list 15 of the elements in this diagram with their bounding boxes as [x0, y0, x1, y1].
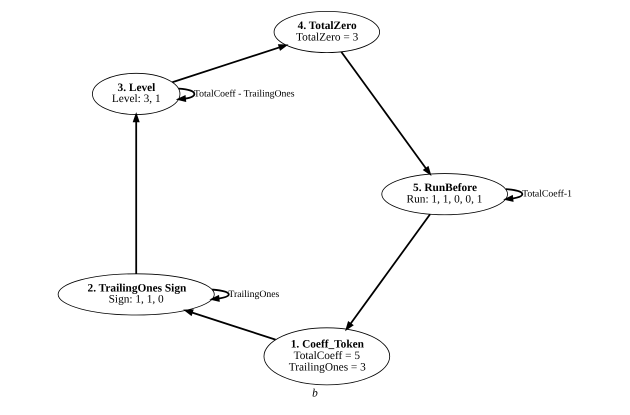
- edge-label: TotalCoeff - TrailingOnes: [194, 88, 295, 100]
- arrow: [345, 214, 431, 332]
- arrow: [183, 309, 276, 340]
- arrow: [209, 288, 230, 302]
- node-ellipse: 3. Level Level: 3, 1: [92, 72, 180, 115]
- arrow: [172, 44, 289, 84]
- arrow: [176, 88, 196, 102]
- node-ellipse: 5. RunBefore Run: 1, 1, 0, 0, 1: [381, 173, 508, 216]
- edge-label: TotalCoeff-1: [522, 188, 572, 200]
- arrow: [503, 188, 524, 202]
- arrow: [132, 112, 140, 274]
- arrow: [340, 51, 432, 176]
- caption: b: [312, 388, 318, 400]
- edge-label: TrailingOnes: [228, 288, 280, 300]
- node-ellipse: 1. Coeff_Token TotalCoeff = 5 TrailingOnes = 3: [264, 327, 390, 386]
